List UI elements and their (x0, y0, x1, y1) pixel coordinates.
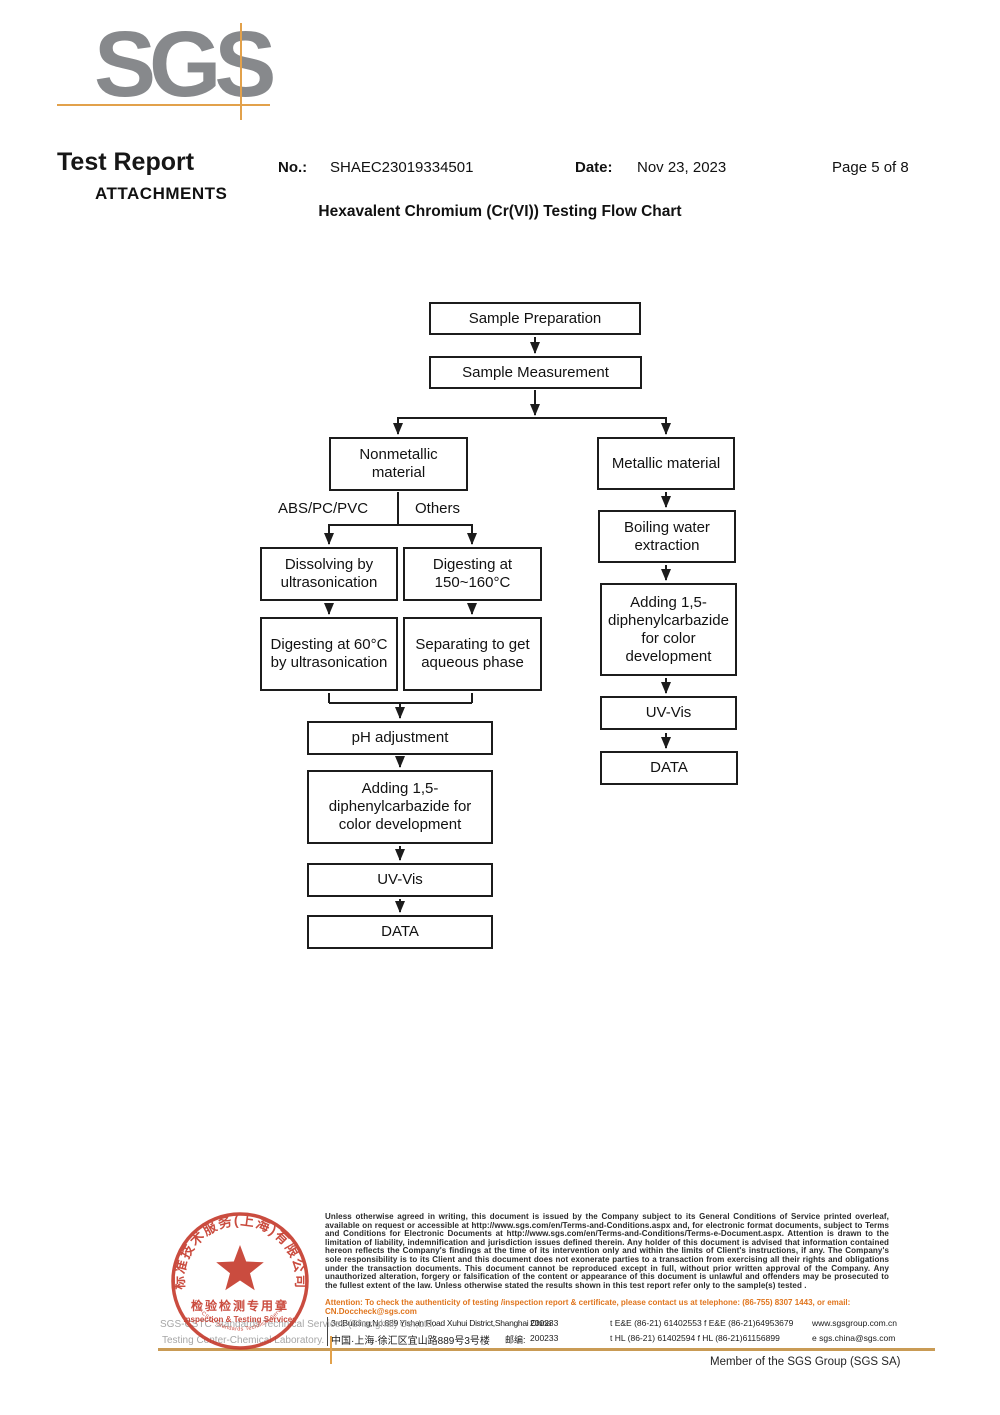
report-no-label: No.: (278, 159, 308, 176)
address-cn: 中国·上海·徐汇区宜山路889号3号楼 (331, 1336, 490, 1347)
branch-label-abs-pc-pvc: ABS/PC/PVC (278, 500, 369, 517)
postcode-en: 200233 (530, 1318, 559, 1328)
flow-node-sample-preparation: Sample Preparation (429, 302, 641, 335)
address-divider-line (327, 1317, 328, 1346)
company-name-line2: Testing Center-Chemical Laboratory. (162, 1335, 325, 1346)
attention-text: Attention: To check the authenticity of … (325, 1298, 851, 1316)
flow-node-uv-vis-right: UV-Vis (600, 696, 737, 730)
star-icon (216, 1245, 264, 1291)
flow-node-metallic-material: Metallic material (597, 437, 735, 490)
phone-fax-cn: t HL (86-21) 61402594 f HL (86-21)611568… (610, 1333, 780, 1343)
footer-vertical-accent-line (330, 1336, 332, 1364)
flow-node-digesting-60-ultrasonication: Digesting at 60°C by ultrasonication (260, 617, 398, 691)
flow-node-ph-adjustment: pH adjustment (307, 721, 493, 755)
stamp-en-line: Inspection & Testing Services (183, 1315, 297, 1324)
legal-disclaimer-text: Unless otherwise agreed in writing, this… (325, 1212, 889, 1290)
date-value: Nov 23, 2023 (637, 159, 727, 176)
flow-node-uv-vis-left: UV-Vis (307, 863, 493, 897)
website-url: www.sgsgroup.com.cn (812, 1318, 898, 1328)
flow-node-dissolving-ultrasonication: Dissolving by ultrasonication (260, 547, 398, 601)
phone-fax-en: t E&E (86-21) 61402553 f E&E (86-21)6495… (610, 1318, 794, 1328)
postcode-cn-label: 邮编: (505, 1335, 526, 1345)
postcode-cn: 200233 (530, 1333, 559, 1343)
flow-node-separating-aqueous-phase: Separating to get aqueous phase (403, 617, 542, 691)
flow-node-boiling-water-extraction: Boiling water extraction (598, 510, 736, 563)
email-address: e sgs.china@sgs.com (812, 1333, 896, 1343)
address-en: 3rdBuilding,No.889 Yishan Road Xuhui Dis… (331, 1318, 552, 1328)
flow-node-adding-diphenylcarbazide-left: Adding 1,5-diphenylcarbazide for color d… (307, 770, 493, 844)
footer-bottom-line (158, 1348, 935, 1351)
page-number: Page 5 of 8 (832, 159, 909, 176)
flow-node-sample-measurement: Sample Measurement (429, 356, 642, 389)
attachments-label: ATTACHMENTS (95, 184, 228, 203)
member-of-sgs-group: Member of the SGS Group (SGS SA) (710, 1356, 901, 1368)
flow-node-adding-diphenylcarbazide-right: Adding 1,5-diphenylcarbazide for color d… (600, 583, 737, 676)
flow-node-data-right: DATA (600, 751, 738, 785)
flow-node-nonmetallic-material: Nonmetallic material (329, 437, 468, 491)
date-label: Date: (575, 159, 613, 176)
flow-node-data-left: DATA (307, 915, 493, 949)
branch-label-others: Others (415, 500, 461, 517)
logo-horizontal-line (57, 104, 270, 106)
sgs-logo: SGS (94, 12, 276, 116)
flow-chart-title: Hexavalent Chromium (Cr(VI)) Testing Flo… (318, 203, 682, 220)
flow-node-digesting-150-160: Digesting at 150~160°C (403, 547, 542, 601)
logo-vertical-line (240, 23, 242, 120)
company-name-line1: SGS-CSTC Standards Technical Services (S… (160, 1319, 435, 1330)
report-title: Test Report (57, 148, 195, 176)
inspection-stamp: 标准技术服务(上海)有限公司 SGS-CSTC Standards Techni… (171, 1212, 309, 1350)
stamp-cn-line: 检验检测专用章 (191, 1298, 289, 1313)
report-no-value: SHAEC23019334501 (330, 159, 474, 176)
stamp-circle (171, 1212, 309, 1350)
